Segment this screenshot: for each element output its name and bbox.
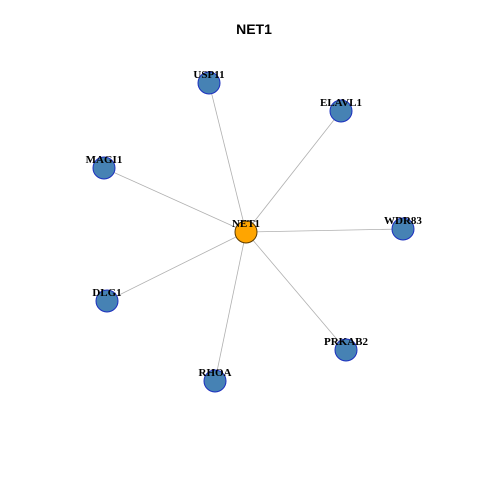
node-net1: NET1 (232, 218, 260, 244)
figure-title: NET1 (236, 21, 272, 37)
node-prkab2: PRKAB2 (324, 336, 369, 362)
edge-net1-wdr83 (245, 228, 404, 233)
node-circle-elavl1 (329, 99, 353, 123)
node-rhoa: RHOA (199, 367, 232, 393)
edge-net1-dlg1 (106, 231, 247, 302)
node-label-dlg1: DLG1 (92, 287, 121, 299)
node-elavl1: ELAVL1 (320, 97, 362, 123)
edge-layer (103, 82, 404, 382)
node-label-rhoa: RHOA (199, 367, 232, 379)
edge-net1-prkab2 (245, 231, 347, 351)
node-circle-wdr83 (391, 217, 415, 241)
node-circle-net1 (234, 220, 258, 244)
node-usp11: USP11 (193, 69, 225, 95)
node-circle-magi1 (92, 156, 116, 180)
node-label-net1: NET1 (232, 218, 260, 230)
edge-net1-usp11 (208, 82, 247, 233)
node-magi1: MAGI1 (86, 154, 123, 180)
node-circle-usp11 (197, 71, 221, 95)
node-label-usp11: USP11 (193, 69, 224, 81)
node-label-elavl1: ELAVL1 (320, 97, 362, 109)
node-circle-rhoa (203, 369, 227, 393)
edge-net1-rhoa (214, 231, 247, 382)
edge-net1-elavl1 (245, 110, 342, 233)
node-circle-prkab2 (334, 338, 358, 362)
node-circle-dlg1 (95, 289, 119, 313)
node-label-wdr83: WDR83 (384, 215, 422, 227)
node-label-prkab2: PRKAB2 (324, 336, 369, 348)
edge-net1-magi1 (103, 167, 247, 233)
node-dlg1: DLG1 (92, 287, 122, 313)
node-wdr83: WDR83 (384, 215, 422, 241)
node-label-magi1: MAGI1 (86, 154, 123, 166)
